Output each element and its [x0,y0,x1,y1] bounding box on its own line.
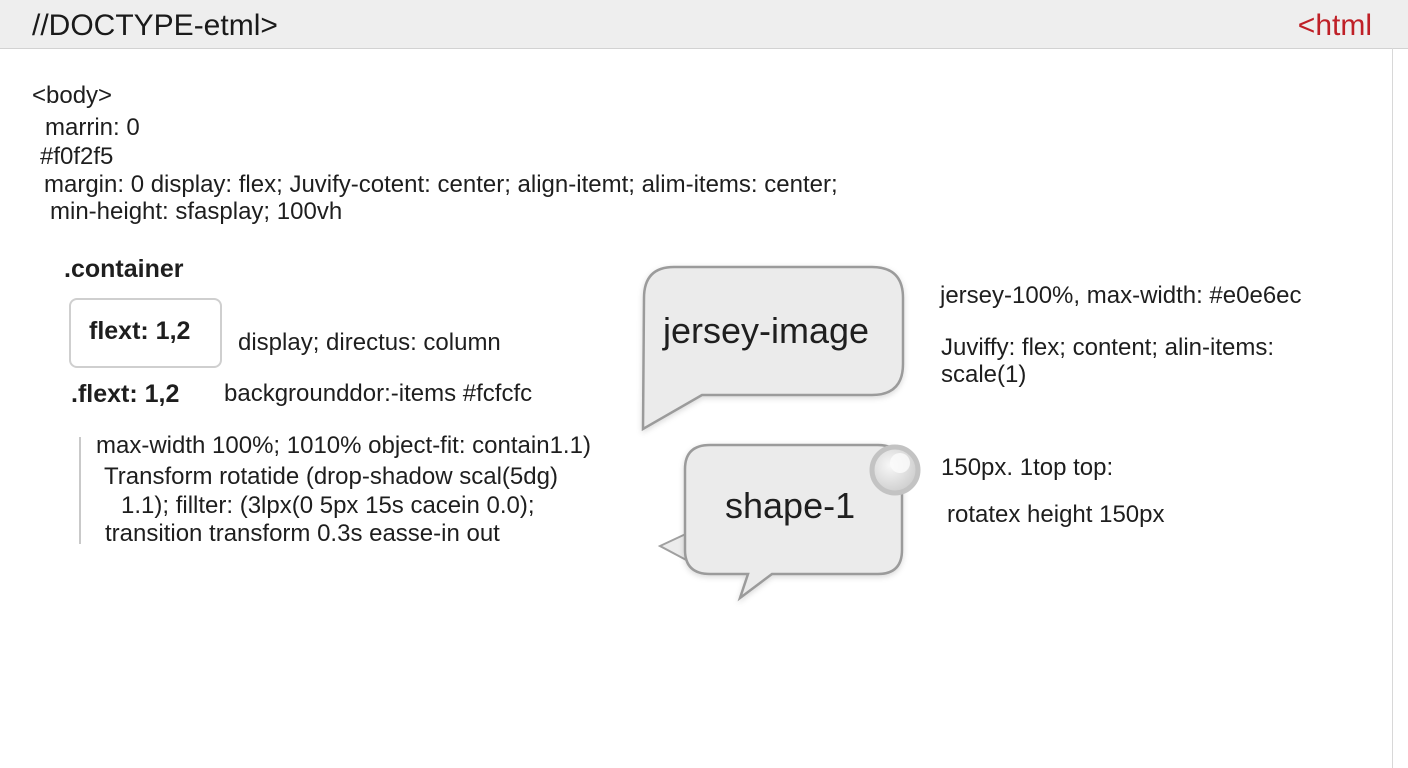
indented-line-2: Transform rotatide (drop-shadow scal(5dg… [104,463,558,490]
flext-side-text: backgrounddor:-items #fcfcfc [224,380,533,407]
jersey-image-bubble [641,265,905,432]
doctype-title: //DOCTYPE-etml> [32,9,278,42]
right-divider [1392,48,1393,768]
html-tag-label: <html [1297,9,1372,42]
body-line-min-height: min-height: sfasplay; 100vh [50,198,343,225]
body-line-margin: marrin: 0 [45,114,140,141]
flext-box [69,298,222,368]
flext-heading: .flext: 1,2 [71,380,180,408]
top-bar: //DOCTYPE-etml> <html [0,0,1408,49]
container-heading: .container [64,255,184,283]
indented-line-3: 1.1); fillter: (3lpx(0 5px 15s cacein 0.… [121,492,535,519]
right-note-2: Juviffy: flex; content; alin-items: [941,334,1275,361]
jersey-image-label: jersey-image [663,310,870,351]
right-note-3: scale(1) [941,361,1027,388]
shape-1-label: shape-1 [725,485,856,526]
indent-bar [79,437,81,544]
body-line-color: #f0f2f5 [40,143,114,170]
flext-box-label: flext: 1,2 [89,317,191,345]
indented-line-1: max-width 100%; 1010% object-fit: contai… [96,432,591,459]
body-tag: <body> [32,82,113,109]
right-note-1: jersey-100%, max-width: #e0e6ec [940,282,1302,309]
indented-line-4: transition transform 0.3s easse-in out [105,520,500,547]
box-side-text: display; directus: column [238,329,501,356]
body-line-flex: margin: 0 display: flex; Juvify-cotent: … [44,171,838,198]
right-note-5: rotatex height 150px [947,501,1165,528]
right-note-4: 150px. 1top top: [941,454,1114,481]
